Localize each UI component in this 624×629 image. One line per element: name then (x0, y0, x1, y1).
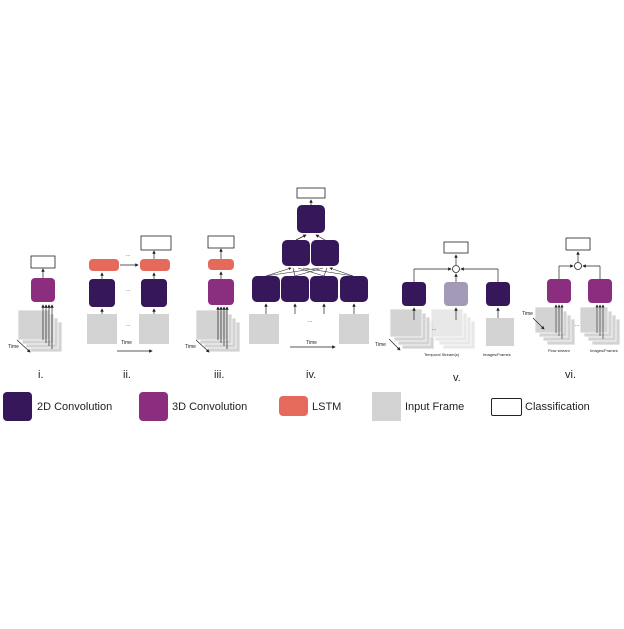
panel-label-iii: iii. (214, 369, 225, 381)
input-frame (486, 318, 514, 346)
panel-label-iv: iv. (306, 369, 317, 381)
panel-i (16, 255, 63, 353)
time-label: Time (375, 342, 386, 348)
3d-convolution-block (588, 279, 612, 303)
time-label: Time (306, 340, 317, 346)
2d-convolution-swatch (3, 392, 32, 421)
classification-box (443, 241, 469, 254)
fusion-node (574, 262, 582, 270)
input-frame (249, 314, 279, 344)
panel-v (388, 241, 514, 351)
time-label: Time (8, 344, 19, 350)
ellipsis: ... (126, 252, 131, 258)
ellipsis: ... (126, 287, 131, 293)
fusion-node (452, 265, 460, 273)
classification-box (207, 235, 235, 249)
ellipsis: ... (575, 322, 580, 328)
lstm-block (208, 259, 234, 270)
classification-box (296, 187, 326, 199)
legend-label-lstm: LSTM (312, 401, 342, 413)
legend-label-3d-convolution: 3D Convolution (172, 401, 248, 413)
3d-convolution-block (31, 278, 55, 302)
classification-box (30, 255, 56, 269)
2d-convolution-block (89, 279, 115, 307)
2d-convolution-block (340, 276, 368, 302)
2d-convolution-block (282, 240, 310, 266)
2d-convolution-block (297, 205, 325, 233)
3d-convolution-block (547, 279, 571, 303)
input-frame-stack (17, 309, 63, 353)
ellipsis: ... (432, 326, 437, 332)
lstm-block (140, 259, 170, 271)
input-frame (139, 314, 169, 344)
input-frame (339, 314, 369, 344)
2d-convolution-block (281, 276, 309, 302)
time-label: Time (121, 340, 132, 346)
time-label: Time (522, 311, 533, 317)
2d-convolution-block (486, 282, 510, 306)
2d-convolution-block (402, 282, 426, 306)
input-frame-stack (534, 306, 576, 346)
input-frame-stack (389, 308, 435, 350)
panel-label-v: v. (453, 372, 461, 384)
temporal-streams-caption: Temporal Stream(s) (424, 352, 460, 357)
legend-label-2d-convolution: 2D Convolution (37, 401, 113, 413)
2d-convolution-block (252, 276, 280, 302)
input-frame-stack (579, 306, 621, 346)
panel-label-ii: ii. (123, 369, 131, 381)
time-arrow (195, 339, 210, 353)
classification-box (140, 235, 172, 251)
lstm-block (89, 259, 119, 271)
panel-iv (249, 187, 369, 349)
panel-vi (532, 237, 621, 346)
panel-ii (87, 235, 172, 353)
panel-label-i: i. (38, 369, 44, 381)
time-arrow (532, 317, 545, 330)
3d-convolution-block (208, 279, 234, 305)
legend-label-input-frame: Input Frame (405, 401, 465, 413)
images-frames-caption: Images/Frames (590, 348, 618, 353)
images-frames-caption: Images/Frames (483, 352, 511, 357)
2d-convolution-block (311, 240, 339, 266)
time-arrow (16, 339, 31, 353)
2d-convolution-block (310, 276, 338, 302)
lstm-swatch (279, 396, 308, 416)
classification-box (565, 237, 591, 251)
temporal-stream-stack (430, 308, 476, 350)
ellipsis: ... (308, 318, 313, 324)
3d-convolution-swatch (139, 392, 168, 421)
time-arrow (388, 338, 401, 351)
ellipsis: ... (126, 322, 131, 328)
panel-iii (195, 235, 241, 353)
flow-stream-caption: Flow stream (548, 348, 570, 353)
input-frame (87, 314, 117, 344)
2d-convolution-block (141, 279, 167, 307)
input-frame-swatch (372, 392, 401, 421)
time-label: Time (185, 344, 196, 350)
legend-label-classification: Classification (525, 401, 590, 413)
panel-label-vi: vi. (565, 369, 576, 381)
temporal-stream-block (444, 282, 468, 306)
classification-swatch (491, 398, 522, 416)
